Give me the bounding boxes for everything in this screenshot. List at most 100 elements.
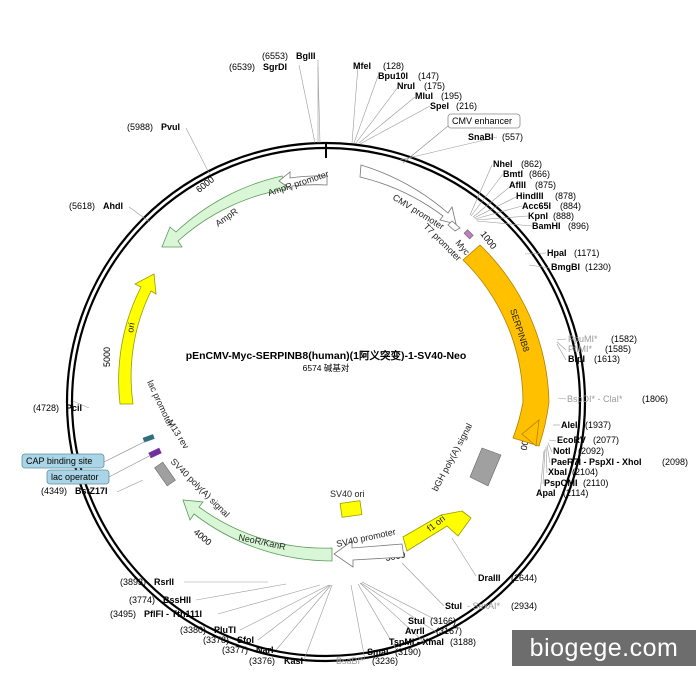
site-mfei-pos: (128) bbox=[383, 61, 404, 71]
site-mfei: MfeI bbox=[353, 61, 371, 71]
feature-serpinb8-head bbox=[521, 419, 540, 447]
site-bstz17i: BstZ17I bbox=[75, 486, 108, 496]
site-sgrdi-pos: (6539) bbox=[229, 62, 255, 72]
site-draiii-pos: (2644) bbox=[511, 573, 537, 583]
site-nari-pos: (3377) bbox=[222, 645, 248, 655]
site-stui-pos: (3166) bbox=[430, 616, 456, 626]
site-alei-pos: (1937) bbox=[585, 420, 611, 430]
site-alei: AleI bbox=[561, 420, 578, 430]
site-stui: StuI bbox=[408, 616, 425, 626]
site-smai-pos: (3190) bbox=[395, 647, 421, 657]
site-nari: NarI bbox=[256, 645, 274, 655]
site-xmai-pos: (3188) bbox=[450, 637, 476, 647]
site-bsshii: BssHII bbox=[163, 595, 191, 605]
label-cap-binding: CAP binding site bbox=[26, 456, 92, 466]
site-bsshii-pos: (3774) bbox=[129, 595, 155, 605]
site-apai-pos: (2114) bbox=[563, 488, 588, 498]
site-snabi-pos: (557) bbox=[502, 132, 523, 142]
cmv-enhancer-box bbox=[447, 113, 521, 129]
site-tth111i-pos: (3495) bbox=[110, 609, 136, 619]
site-bpu10i: Bpu10I bbox=[378, 71, 408, 81]
site-spei: SpeI bbox=[430, 101, 449, 111]
site-acc65i: Acc65I bbox=[522, 201, 551, 211]
feature-neor bbox=[182, 499, 333, 562]
site-bmgbi: BmgBI bbox=[551, 262, 580, 272]
site-bmgbi-pos: (1230) bbox=[585, 262, 611, 272]
site-nhei-pos: (862) bbox=[521, 159, 542, 169]
site-kasi-pos: (3376) bbox=[249, 656, 275, 666]
site-ahdi: AhdI bbox=[103, 201, 123, 211]
site-bmti: BmtI bbox=[503, 169, 523, 179]
site-bspdi-clai: BspDI* - ClaI* bbox=[567, 394, 623, 404]
site-xmai: TspMI - XmaI bbox=[389, 637, 444, 647]
site-noti-pos: (2092) bbox=[578, 446, 604, 456]
site-draiii: DraIII bbox=[478, 573, 501, 583]
site-bamhi: BamHI bbox=[532, 221, 561, 231]
label-sv40-ori: SV40 ori bbox=[330, 489, 365, 499]
site-hindiii: HindIII bbox=[516, 191, 544, 201]
site-nrui-pos: (175) bbox=[424, 81, 445, 91]
site-blpi: BlpI bbox=[568, 354, 585, 364]
site-aflii-pos: (875) bbox=[535, 180, 556, 190]
site-noti: NotI bbox=[553, 446, 571, 456]
site-bstz17i-pos: (4349) bbox=[41, 486, 67, 496]
site-hpai-pos: (1171) bbox=[574, 248, 599, 258]
site-bmti-pos: (866) bbox=[529, 169, 550, 179]
site-pcii: PciI bbox=[66, 403, 82, 413]
site-xbai-pos: (2104) bbox=[572, 467, 598, 477]
tick-5000: 5000 bbox=[102, 347, 112, 367]
site-pflmi-pos: (1585) bbox=[605, 344, 631, 354]
site-xbai: XbaI bbox=[548, 467, 567, 477]
label-lac-operator: lac operator bbox=[51, 472, 99, 482]
site-pspomi: PspOMI bbox=[544, 478, 578, 488]
site-lines bbox=[72, 60, 567, 661]
site-sfoi: SfoI bbox=[237, 635, 254, 645]
site-ahdi-pos: (5618) bbox=[69, 201, 95, 211]
site-rsrii: RsrII bbox=[154, 577, 174, 587]
site-labels: BglII (6553) SgrDI (6539) MfeI (128) Bpu… bbox=[33, 51, 688, 666]
site-smai: SmaI bbox=[367, 647, 389, 657]
label-cmv-enhancer: CMV enhancer bbox=[452, 116, 512, 126]
site-pspomi-pos: (2110) bbox=[583, 478, 608, 488]
map-title: pEnCMV-Myc-SERPINB8(human)(1阿义突变)-1-SV40… bbox=[186, 349, 467, 362]
site-ppumi-pos: (1582) bbox=[611, 334, 637, 344]
site-stui-a-pos: (2934) bbox=[511, 601, 537, 611]
site-sfoi-pos: (3378) bbox=[203, 635, 229, 645]
site-bglii-pos: (6553) bbox=[262, 51, 288, 61]
site-sexai: - SexAI* bbox=[467, 601, 501, 611]
site-pvui-pos: (5988) bbox=[127, 122, 153, 132]
site-nrui: NruI bbox=[397, 81, 415, 91]
site-ecorv-pos: (2077) bbox=[593, 435, 619, 445]
site-apai: ApaI bbox=[536, 488, 556, 498]
watermark: biogege.com bbox=[512, 630, 696, 666]
site-snabi: SnaBI bbox=[468, 132, 494, 142]
site-avrii-pos: (3167) bbox=[436, 626, 462, 636]
cap-binding-box bbox=[21, 453, 105, 469]
site-pluti-pos: (3380) bbox=[180, 625, 206, 635]
site-bglii: BglII bbox=[296, 51, 316, 61]
label-ori: ori bbox=[125, 322, 137, 334]
feature-myc bbox=[463, 229, 474, 240]
site-pcii-pos: (4728) bbox=[33, 403, 59, 413]
site-ecorv: EcoRV bbox=[557, 435, 586, 445]
site-pluti: PluTI bbox=[214, 625, 236, 635]
label-bgh: bGH poly(A) signal bbox=[430, 422, 474, 493]
site-kasi: KasI bbox=[284, 656, 303, 666]
site-aflii: AflII bbox=[509, 180, 526, 190]
label-lac-promoter: lac promoter bbox=[145, 379, 175, 429]
feature-f1-ori bbox=[402, 510, 472, 552]
site-bamhi-pos: (896) bbox=[568, 221, 589, 231]
site-spei-pos: (216) bbox=[456, 101, 477, 111]
feature-ampr-promoter bbox=[278, 171, 328, 191]
site-avrii: AvrII bbox=[405, 626, 425, 636]
feature-lac-operator-box bbox=[148, 447, 162, 459]
site-kpni-pos: (888) bbox=[553, 211, 574, 221]
site-rsrii-pos: (3893) bbox=[120, 577, 146, 587]
site-pvui: PvuI bbox=[161, 122, 180, 132]
site-stui-a: StuI bbox=[445, 601, 462, 611]
site-bsabi: BsaBI* bbox=[336, 656, 364, 666]
site-ppumi: PpuMI* bbox=[568, 334, 598, 344]
feature-sv40-ori bbox=[339, 500, 363, 518]
feature-t7-promoter bbox=[447, 220, 461, 232]
